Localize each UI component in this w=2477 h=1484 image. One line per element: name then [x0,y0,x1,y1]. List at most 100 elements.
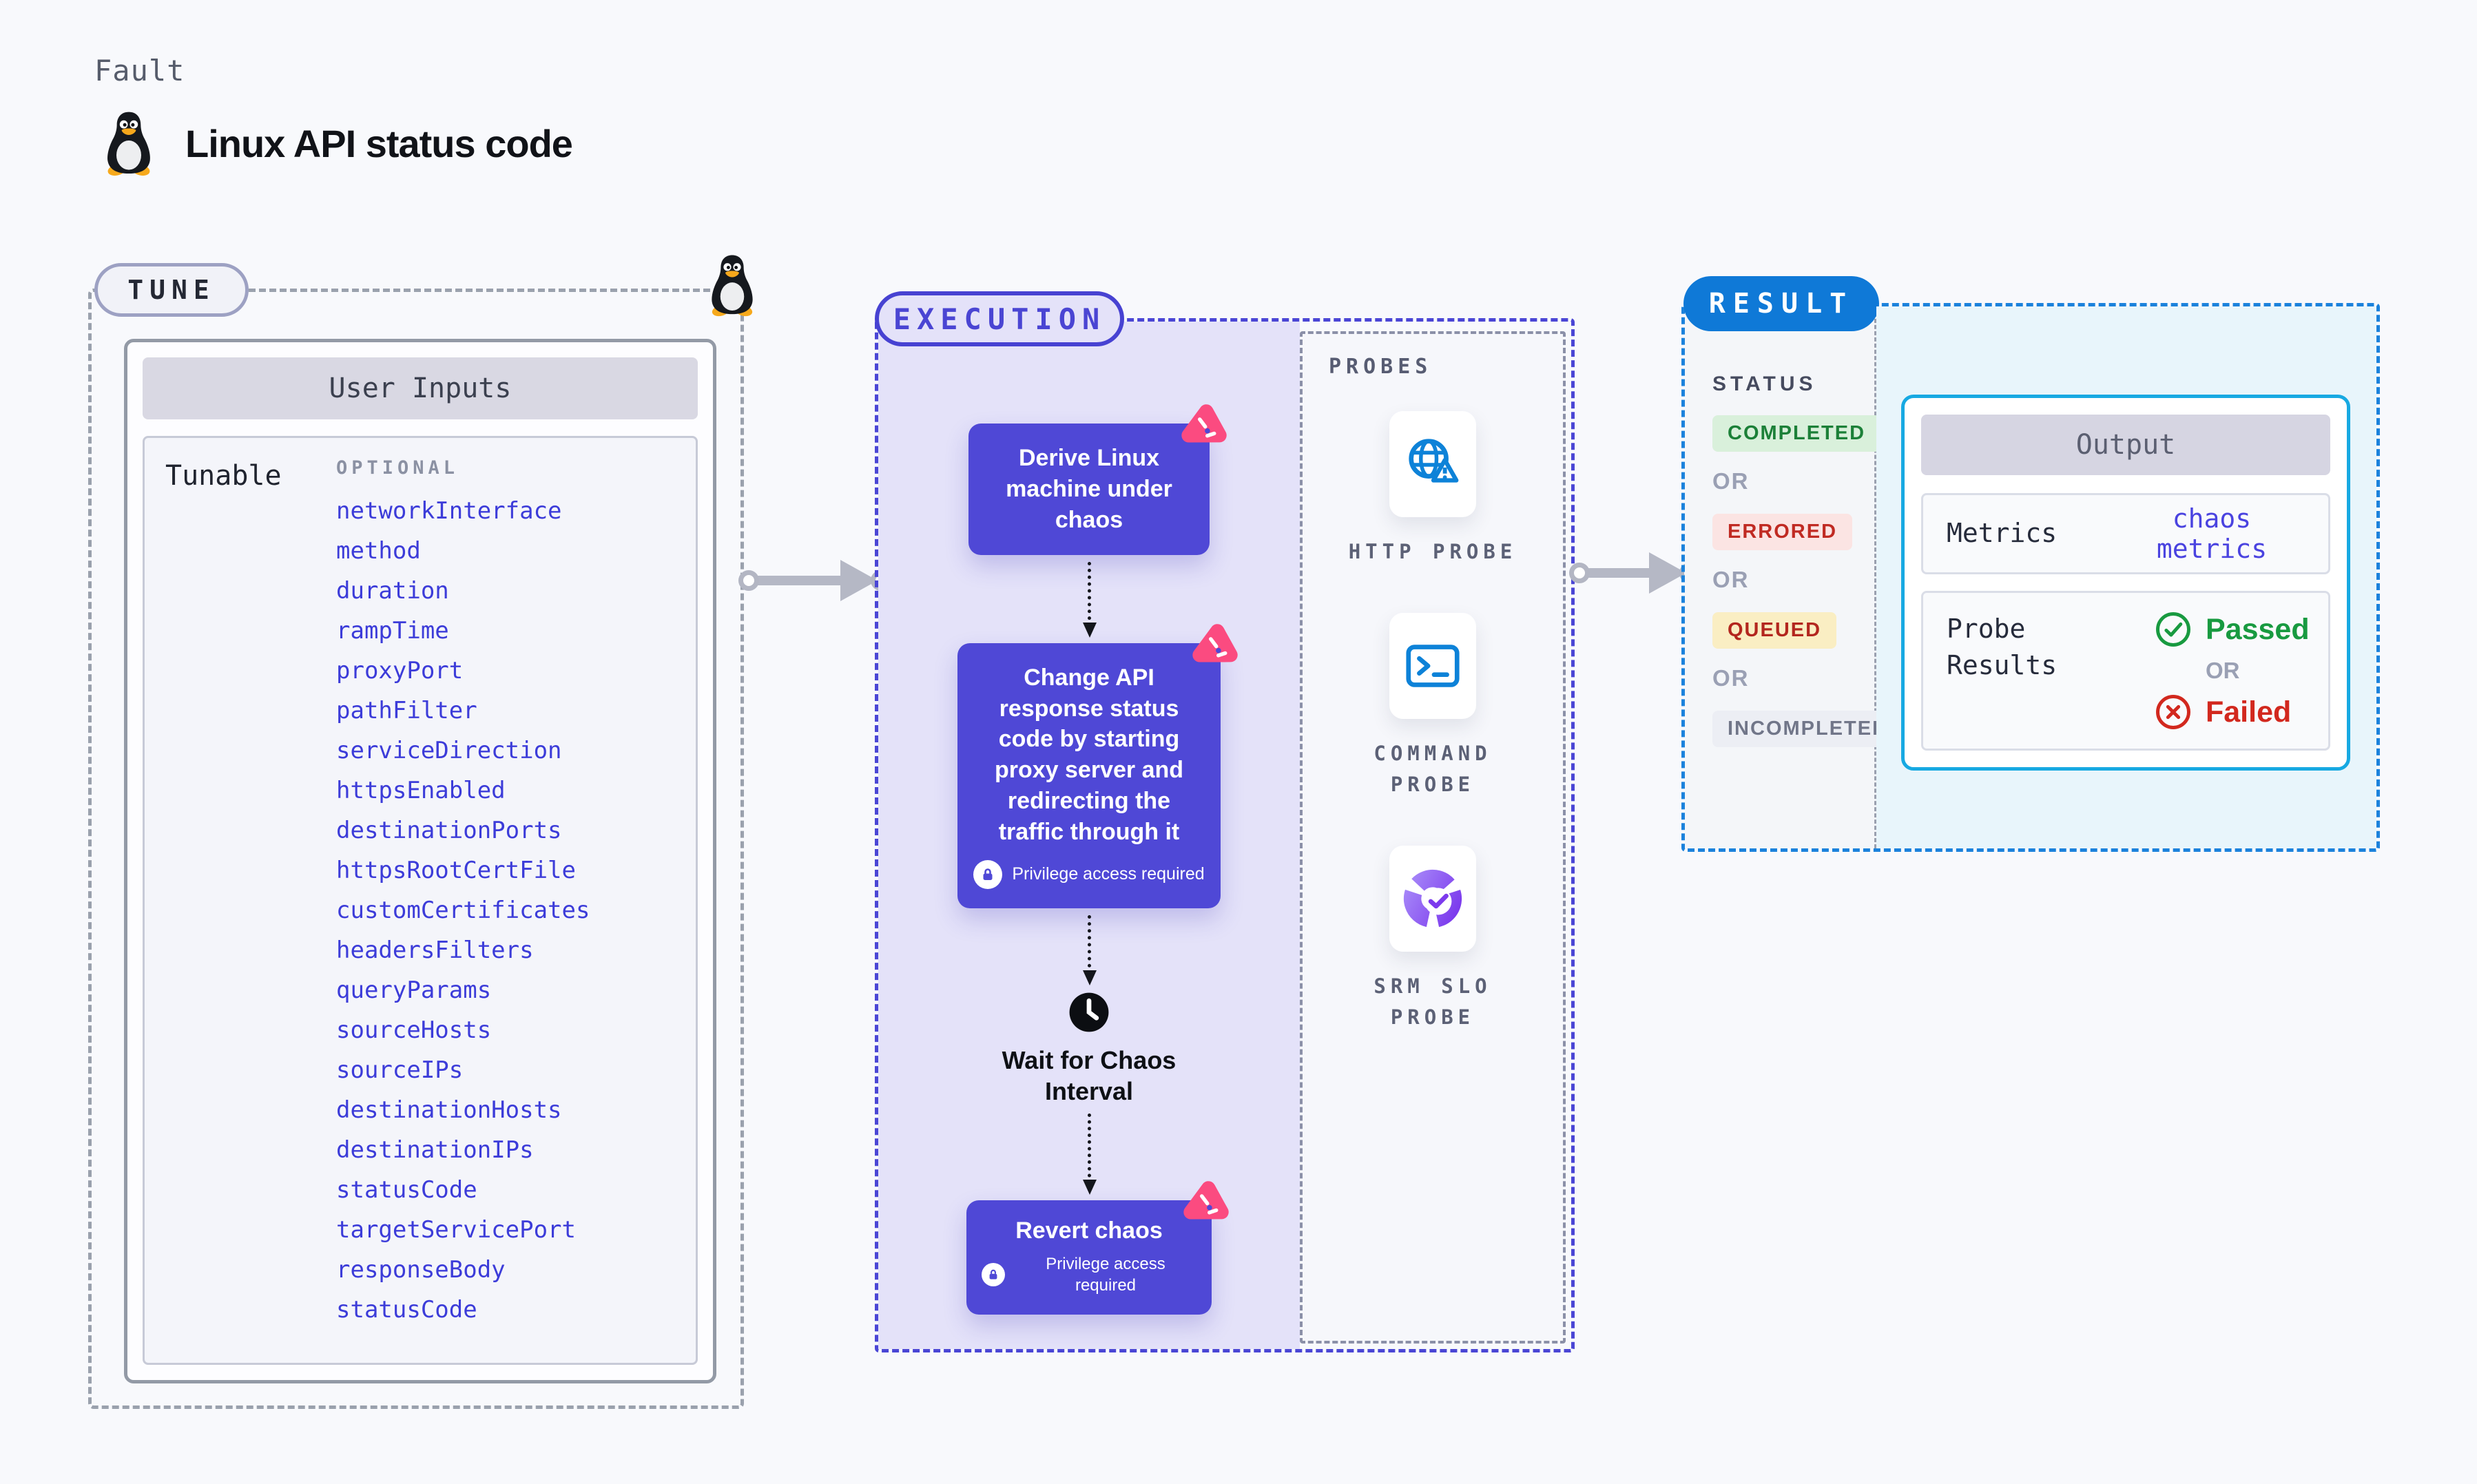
tunable-link[interactable]: customCertificates [336,897,590,924]
status-badge-incompleted: INCOMPLETED [1712,711,1904,747]
flow-arrow-execution-to-result [1569,552,1700,594]
failed-row: Failed [2155,693,2291,731]
step-label: Revert chaos [1015,1217,1163,1244]
status-badge-queued: QUEUED [1712,612,1837,649]
user-inputs-card: User Inputs Tunable OPTIONAL networkInte… [124,339,716,1383]
tunable-link[interactable]: responseBody [336,1256,506,1284]
arrow-start-node [738,570,759,591]
flow-arrow-tune-to-execution [738,560,891,601]
arrow-shaft [1583,568,1664,578]
page-header: Linux API status code [100,110,573,176]
or-separator: OR [2206,658,2240,683]
privilege-row: Privilege access required [982,1253,1196,1297]
arrow-start-node [1569,563,1590,583]
tunable-link[interactable]: duration [336,577,449,605]
probe-results-label: Probe Results [1947,614,2058,681]
execution-section: EXECUTION Derive Linux machine under cha… [875,291,1575,1352]
fault-kicker: Fault [94,54,185,87]
tunable-link[interactable]: statusCode [336,1176,477,1204]
probes-heading: PROBES [1329,355,1433,379]
user-inputs-table: Tunable OPTIONAL networkInterface method… [143,436,698,1365]
lock-icon [982,1263,1005,1287]
donut-check-icon [1403,869,1462,928]
probe-command: COMMAND PROBE [1329,612,1536,800]
tux-penguin-icon-small [712,255,753,317]
probe-results-row: Probe Results Passed OR [1921,591,2330,751]
tunable-link[interactable]: queryParams [336,976,492,1004]
tunable-link[interactable]: destinationHosts [336,1096,562,1124]
tunable-link[interactable]: method [336,537,421,565]
probe-label: HTTP PROBE [1348,540,1517,563]
step-derive-machine: Derive Linux machine under chaos [968,404,1227,555]
tunable-link[interactable]: statusCode [336,1296,477,1324]
probe-label: COMMAND PROBE [1374,741,1492,796]
tunable-link[interactable]: destinationIPs [336,1136,534,1164]
result-pill: RESULT [1683,276,1879,331]
litmus-chaos-icon [1183,1181,1229,1220]
execution-pill: EXECUTION [875,291,1124,346]
flow-down-arrow [1082,915,1097,985]
tunable-link[interactable]: sourceIPs [336,1056,464,1084]
probe-card [1389,411,1476,517]
lock-icon [973,859,1003,889]
terminal-icon [1406,645,1460,687]
status-badge-errored: ERRORED [1712,514,1853,550]
status-badge-completed: COMPLETED [1712,415,1881,452]
probe-srm-slo: SRM SLO PROBE [1329,845,1536,1033]
probe-card [1389,845,1476,952]
or-separator: OR [1712,567,1750,592]
or-separator: OR [1712,468,1750,494]
tunable-link[interactable]: sourceHosts [336,1016,492,1044]
tunable-link[interactable]: httpsEnabled [336,777,506,804]
status-column: STATUS COMPLETED OR ERRORED OR QUEUED OR… [1685,306,1904,848]
output-header: Output [1921,415,2330,475]
tunable-link[interactable]: proxyPort [336,657,464,684]
tunable-link[interactable]: targetServicePort [336,1216,576,1244]
step-label: Change API response status code by start… [994,664,1184,845]
execution-flow-panel: Derive Linux machine under chaos Change … [878,322,1300,1349]
probe-label: SRM SLO PROBE [1374,974,1492,1029]
metrics-label: Metrics [1947,518,2058,549]
output-area: Output Metrics chaos metrics Probe Resul… [1876,306,2376,848]
step-change-status-code: Change API response status code by start… [957,623,1238,908]
flow-down-arrow [1082,1113,1097,1195]
probe-results-values: Passed OR Failed [2119,611,2310,731]
tunable-link[interactable]: destinationPorts [336,817,562,844]
optional-column-header: OPTIONAL [336,457,459,479]
globe-alert-icon [1409,439,1459,483]
tunable-link[interactable]: rampTime [336,617,449,645]
x-circle-icon [2156,695,2190,729]
or-separator: OR [1712,665,1750,691]
probe-http: HTTP PROBE [1349,411,1517,567]
privilege-note: Privilege access required [1012,864,1205,884]
privilege-note: Privilege access required [1046,1254,1165,1295]
tunable-link[interactable]: pathFilter [336,697,477,724]
chaos-metrics-link[interactable]: chaos metrics [2156,503,2268,564]
tunable-link[interactable]: httpsRootCertFile [336,857,576,884]
passed-label: Passed [2206,612,2310,646]
probe-card [1389,612,1476,719]
privilege-row: Privilege access required [973,859,1205,889]
passed-row: Passed [2155,611,2310,648]
tunable-row-label: Tunable [165,460,282,492]
clock-icon [1069,992,1109,1032]
user-inputs-header: User Inputs [143,357,698,419]
tux-penguin-icon [107,112,150,176]
tunable-link[interactable]: serviceDirection [336,737,562,764]
step-wait-interval: Wait for Chaos Interval [965,991,1213,1107]
flow-down-arrow [1082,561,1097,638]
step-label: Derive Linux machine under chaos [1006,445,1172,533]
litmus-chaos-icon [1192,623,1238,662]
tune-section: TUNE User Inputs Tunable OPTIONAL networ… [88,255,753,1409]
output-card: Output Metrics chaos metrics Probe Resul… [1901,395,2350,771]
tunable-link[interactable]: networkInterface [336,497,562,525]
check-circle-icon [2156,612,2190,647]
tune-pill: TUNE [94,263,249,317]
tunable-link[interactable]: headersFilters [336,937,534,964]
arrow-shaft [752,576,856,585]
probes-panel: PROBES HTTP PROBE [1300,331,1566,1344]
wait-step-label: Wait for Chaos Interval [1002,1045,1177,1105]
metrics-row: Metrics chaos metrics [1921,493,2330,574]
result-section: RESULT STATUS COMPLETED OR ERRORED OR QU… [1681,276,2380,852]
litmus-chaos-icon [1181,404,1227,443]
